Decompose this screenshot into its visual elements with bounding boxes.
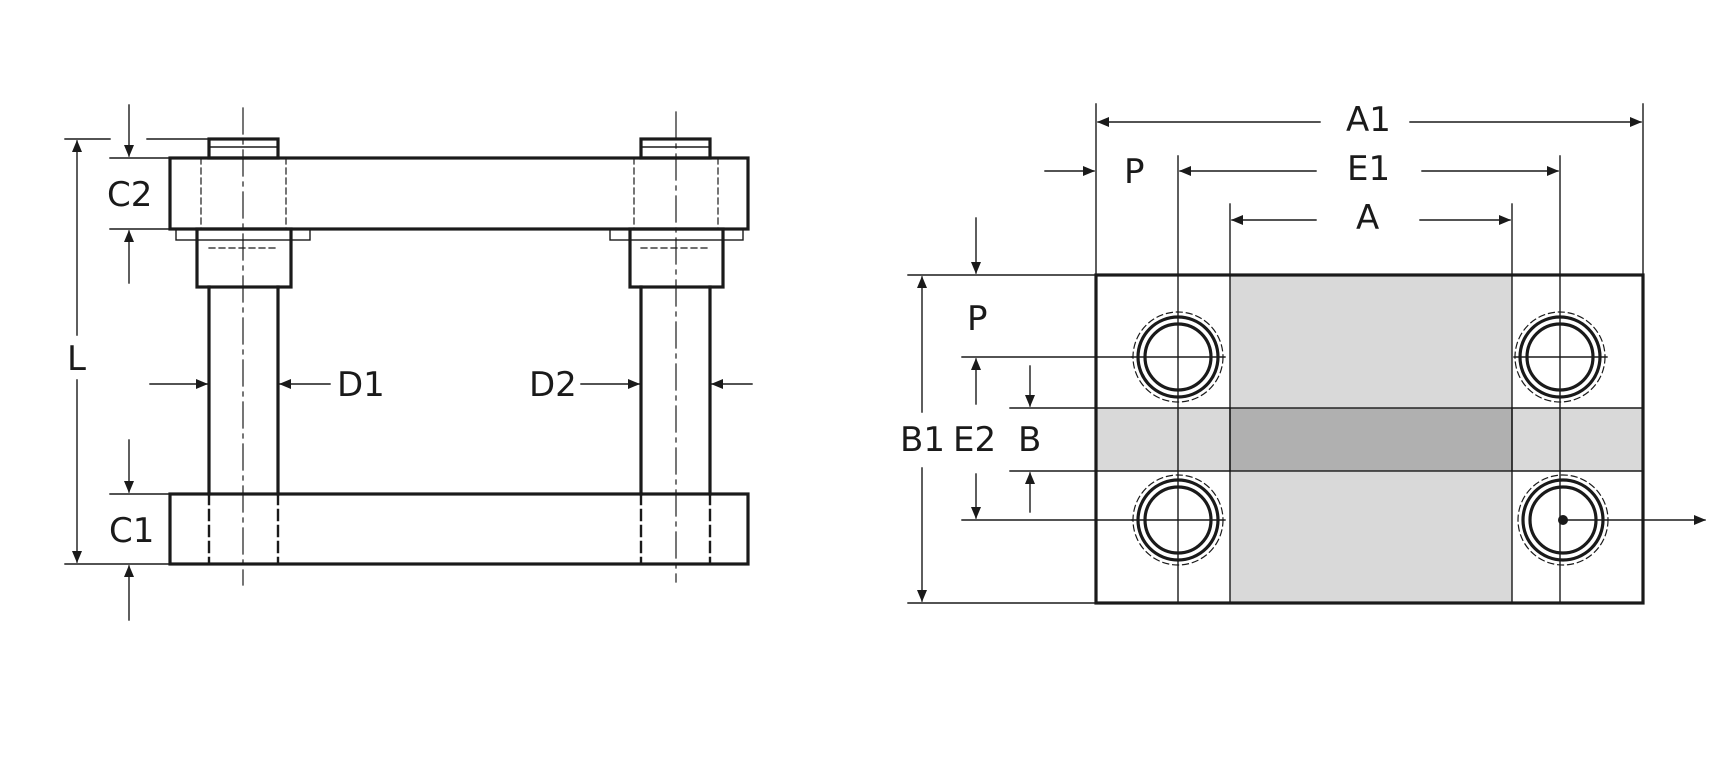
label-l: L (67, 339, 86, 379)
top-plate (168, 156, 750, 231)
right-column (609, 111, 744, 583)
left-column (175, 107, 311, 586)
label-d2: D2 (529, 365, 577, 405)
label-a: A (1356, 198, 1379, 238)
side-view: C2 L D1 D2 C1 (64, 104, 753, 621)
bottom-plate (168, 492, 750, 566)
base-plate-outline (1094, 273, 1645, 605)
label-b: B (1018, 420, 1041, 460)
label-d1: D1 (337, 365, 385, 405)
label-a1: A1 (1346, 100, 1391, 140)
label-p-left: P (967, 299, 988, 339)
label-c1: C1 (109, 511, 154, 551)
label-p-top: P (1124, 152, 1145, 192)
shaded-region-overlap (1229, 407, 1513, 472)
label-e1: E1 (1347, 149, 1390, 189)
label-e2: E2 (953, 420, 996, 460)
top-view: A1 P E1 A P B1 E2 B (900, 100, 1706, 605)
label-b1: B1 (900, 420, 945, 460)
label-c2: C2 (107, 175, 152, 215)
